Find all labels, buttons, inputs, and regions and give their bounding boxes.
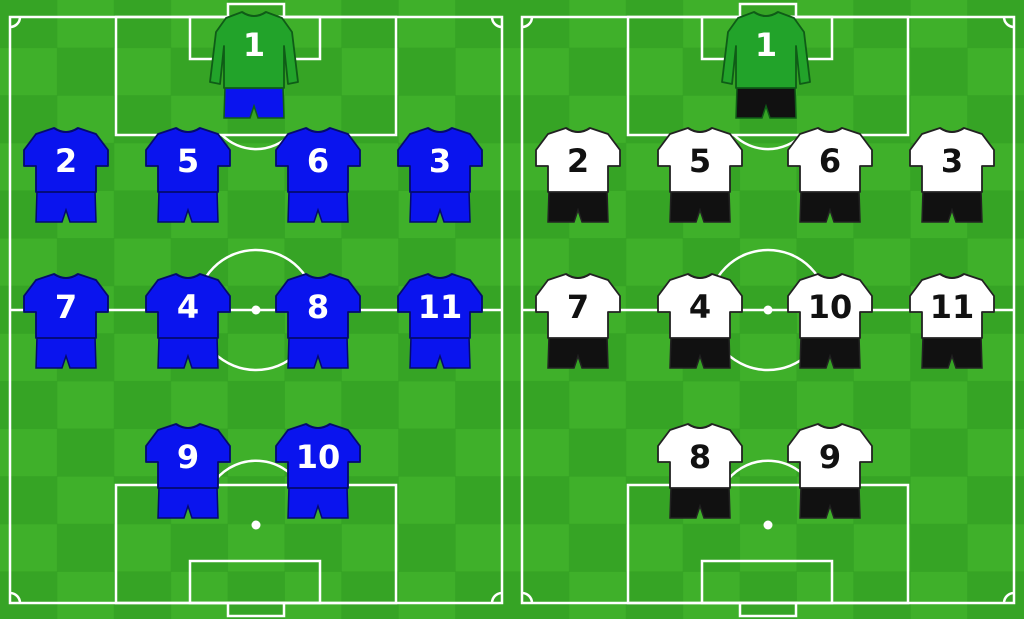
collar: [939, 127, 965, 133]
shirt-number: 7: [567, 288, 589, 326]
player-kit-3: 3: [909, 127, 995, 223]
collar: [939, 273, 965, 279]
shorts: [799, 189, 861, 223]
shirt-number: 11: [418, 288, 463, 326]
shorts: [223, 85, 285, 119]
player-kit-11: 11: [909, 273, 995, 369]
goalkeeper-kit: 1: [721, 11, 811, 119]
shirt-number: 5: [177, 142, 199, 180]
shorts: [409, 189, 471, 223]
collar: [687, 423, 713, 429]
player-kit-6: 6: [275, 127, 361, 223]
shorts: [669, 335, 731, 369]
shorts: [157, 485, 219, 519]
pitch-right-svg: 1 2 5 6 3 7 4 10 11 8 9: [512, 0, 1024, 620]
collar: [565, 127, 591, 133]
shorts: [799, 335, 861, 369]
collar: [565, 273, 591, 279]
bottom-goal: [738, 601, 798, 618]
player-kit-3: 3: [397, 127, 483, 223]
player-kit-9: 9: [787, 423, 873, 519]
collar: [687, 273, 713, 279]
shorts: [287, 189, 349, 223]
shorts: [547, 335, 609, 369]
shorts: [287, 485, 349, 519]
collar: [175, 273, 201, 279]
collar: [305, 127, 331, 133]
shorts: [921, 189, 983, 223]
shorts: [921, 335, 983, 369]
penalty-spot: [763, 520, 773, 530]
shirt-number: 11: [930, 288, 975, 326]
pitch-right: 1 2 5 6 3 7 4 10 11 8 9: [512, 0, 1024, 620]
collar: [687, 127, 713, 133]
player-kit-11: 11: [397, 273, 483, 369]
shirt-number: 3: [429, 142, 451, 180]
player-kit-8: 8: [275, 273, 361, 369]
player-kit-5: 5: [145, 127, 231, 223]
collar: [305, 273, 331, 279]
shirt-number: 8: [307, 288, 329, 326]
collar: [53, 273, 79, 279]
shirt-number: 10: [808, 288, 853, 326]
player-kit-6: 6: [787, 127, 873, 223]
collar: [427, 127, 453, 133]
collar: [53, 127, 79, 133]
player-kit-2: 2: [23, 127, 109, 223]
shirt-number: 2: [567, 142, 589, 180]
shirt-number: 9: [177, 438, 199, 476]
shirt-number: 4: [177, 288, 199, 326]
shirt-number: 8: [689, 438, 711, 476]
pitch-left: 1 2 5 6 3 7 4 8 11 9 10: [0, 0, 513, 620]
collar: [175, 423, 201, 429]
shorts: [157, 335, 219, 369]
collar: [427, 273, 453, 279]
pitch-left-svg: 1 2 5 6 3 7 4 8 11 9 10: [0, 0, 513, 620]
player-kit-8: 8: [657, 423, 743, 519]
shorts: [35, 335, 97, 369]
shorts: [287, 335, 349, 369]
shirt-number: 1: [243, 26, 265, 64]
player-kit-4: 4: [657, 273, 743, 369]
shorts: [547, 189, 609, 223]
shirt-number: 6: [819, 142, 841, 180]
player-kit-10: 10: [787, 273, 873, 369]
shirt-number: 7: [55, 288, 77, 326]
shorts: [799, 485, 861, 519]
player-kit-9: 9: [145, 423, 231, 519]
player-kit-2: 2: [535, 127, 621, 223]
shorts: [35, 189, 97, 223]
collar: [241, 11, 267, 17]
shorts: [669, 189, 731, 223]
shirt-number: 9: [819, 438, 841, 476]
player-kit-4: 4: [145, 273, 231, 369]
collar: [817, 423, 843, 429]
shirt-number: 3: [941, 142, 963, 180]
player-kit-7: 7: [535, 273, 621, 369]
shirt-number: 10: [296, 438, 341, 476]
shirt-number: 6: [307, 142, 329, 180]
shorts: [409, 335, 471, 369]
collar: [175, 127, 201, 133]
player-kit-5: 5: [657, 127, 743, 223]
shorts: [157, 189, 219, 223]
shirt-number: 5: [689, 142, 711, 180]
shirt-number: 2: [55, 142, 77, 180]
collar: [305, 423, 331, 429]
goalkeeper-kit: 1: [209, 11, 299, 119]
shirt-number: 1: [755, 26, 777, 64]
penalty-spot: [251, 520, 261, 530]
shorts: [669, 485, 731, 519]
collar: [753, 11, 779, 17]
bottom-goal: [226, 601, 286, 618]
collar: [817, 273, 843, 279]
shorts: [735, 85, 797, 119]
centre-spot: [251, 305, 261, 315]
centre-spot: [763, 305, 773, 315]
player-kit-7: 7: [23, 273, 109, 369]
collar: [817, 127, 843, 133]
shirt-number: 4: [689, 288, 711, 326]
player-kit-10: 10: [275, 423, 361, 519]
